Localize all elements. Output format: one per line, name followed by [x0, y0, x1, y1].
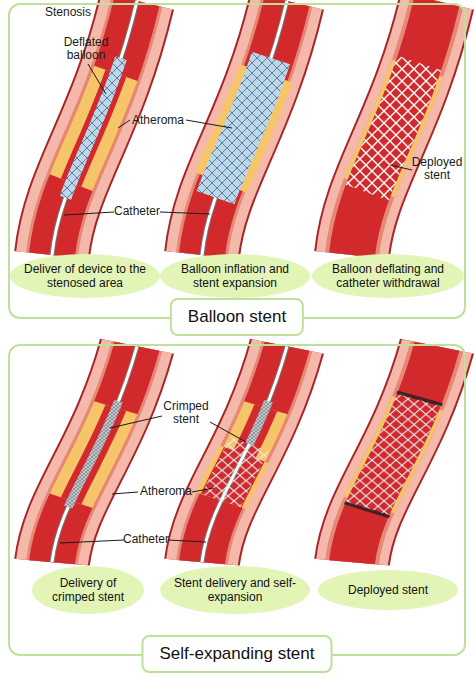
leader-line	[88, 64, 106, 94]
step-caption: Balloon inflation and stent expansion	[160, 254, 310, 298]
atheroma	[52, 346, 137, 562]
part-label: Catheter	[122, 533, 170, 546]
vessel-intima	[52, 346, 137, 562]
vessel-lumen	[52, 346, 137, 562]
catheter-outline	[202, 1, 287, 255]
caption-text: Deployed stent	[348, 583, 428, 597]
expanding-stent	[202, 346, 287, 562]
step-caption: Balloon deflating and catheter withdrawa…	[312, 254, 464, 298]
leader-lines	[60, 64, 412, 543]
crimped-stent	[202, 346, 287, 562]
vessel-edge	[202, 346, 287, 562]
leader-line	[210, 422, 246, 442]
vessel-lumen	[352, 1, 437, 255]
leader-line	[186, 120, 232, 128]
vessel	[352, 346, 437, 562]
vessel-intima	[352, 346, 437, 562]
step-caption: Deliver of device to the stenosed area	[10, 254, 160, 298]
vessel-intima	[202, 1, 287, 255]
atheroma	[202, 1, 287, 255]
leader-line	[168, 540, 206, 542]
vessel-intima	[202, 346, 287, 562]
vessel	[352, 1, 437, 255]
part-label: Catheter	[112, 205, 162, 218]
vessel-edge	[52, 346, 137, 562]
step-caption: Deployed stent	[318, 570, 458, 610]
part-label: Stenosis	[38, 6, 98, 19]
part-label: Atheroma	[128, 114, 188, 127]
atheroma	[352, 1, 437, 255]
vessel-intima	[352, 1, 437, 255]
part-label: Atheroma	[136, 485, 196, 498]
deployed-stent	[352, 346, 437, 562]
vessel-wall	[52, 346, 137, 562]
vessel	[202, 1, 287, 255]
catheter-outline	[202, 346, 287, 562]
vessel-lumen	[352, 346, 437, 562]
stent-marker	[352, 346, 437, 562]
catheter	[52, 346, 137, 562]
vessel-lumen	[202, 1, 287, 255]
part-label: Crimped stent	[160, 400, 212, 426]
deployed-stent	[352, 1, 437, 255]
vessel-wall	[352, 346, 437, 562]
caption-text: Deliver of device to the stenosed area	[18, 262, 152, 290]
atheroma	[202, 346, 287, 562]
leader-line	[112, 492, 138, 494]
leader-line	[60, 540, 124, 543]
vessel-edge	[202, 1, 287, 255]
vessel-edge	[352, 1, 437, 255]
vessel-wall	[352, 1, 437, 255]
part-label: Deployed stent	[408, 156, 466, 182]
leader-line	[192, 488, 214, 492]
vessel	[202, 346, 287, 562]
vessel	[52, 346, 137, 562]
stent-panel: Self-expanding stentDelivery of crimped …	[8, 344, 466, 656]
caption-text: Stent delivery and self-expansion	[168, 576, 302, 604]
narrowed-lumen	[52, 346, 137, 562]
part-label: Deflated balloon	[58, 36, 114, 62]
vessel-wall	[202, 346, 287, 562]
inflated-balloon	[202, 1, 287, 255]
leader-line	[390, 165, 412, 170]
panel-title: Balloon stent	[170, 298, 304, 336]
vessel-wall	[202, 1, 287, 255]
panel-title: Self-expanding stent	[142, 635, 333, 673]
atheroma	[202, 346, 287, 562]
leader-line	[118, 120, 130, 128]
caption-text: Balloon deflating and catheter withdrawa…	[320, 262, 456, 290]
leader-line	[110, 416, 162, 428]
caption-text: Balloon inflation and stent expansion	[168, 262, 302, 290]
vessel-lumen	[202, 346, 287, 562]
leader-line	[160, 212, 210, 214]
narrowed-lumen	[202, 346, 287, 562]
catheter	[202, 346, 287, 562]
catheter	[202, 1, 287, 255]
caption-text: Delivery of crimped stent	[40, 576, 136, 604]
leader-line	[64, 212, 114, 215]
step-caption: Stent delivery and self-expansion	[160, 566, 310, 614]
vessel-edge	[352, 346, 437, 562]
atheroma	[352, 346, 437, 562]
step-caption: Delivery of crimped stent	[32, 566, 144, 614]
vessel-lumen	[202, 346, 287, 562]
crimped-stent	[52, 346, 137, 562]
catheter-outline	[52, 346, 137, 562]
